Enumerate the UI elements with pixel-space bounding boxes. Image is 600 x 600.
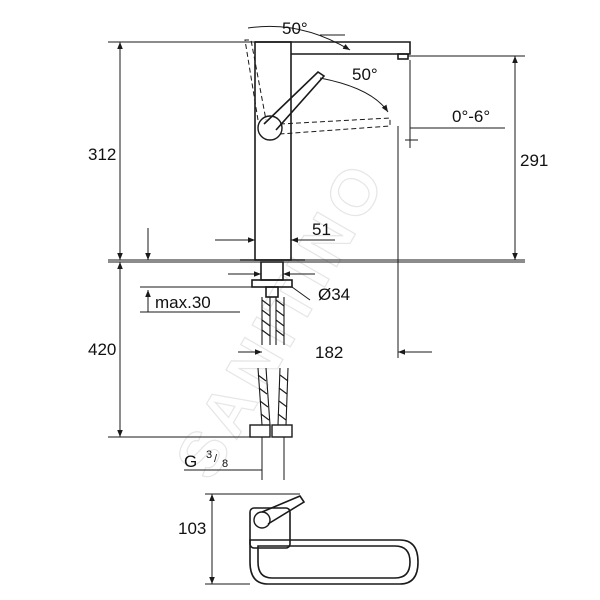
dim-hole-diameter: Ø34 (228, 271, 350, 304)
lever-handle (263, 70, 326, 131)
label-182: 182 (315, 343, 343, 362)
dim-swivel: 0°-6° (405, 107, 505, 141)
lever-ghost-up (244, 39, 267, 121)
top-view-lever (261, 495, 306, 525)
hose-right-upper (275, 297, 285, 345)
dim-counter-thickness: max.30 (140, 228, 252, 313)
svg-text:/: / (214, 453, 218, 465)
mounting-assembly (249, 261, 293, 480)
label-angle-top: 50° (282, 19, 308, 38)
hose-left-lower (257, 367, 271, 426)
top-view-pivot (253, 511, 271, 529)
label-thread-den: 8 (222, 458, 228, 470)
spout-arm (255, 41, 411, 55)
spout-nozzle (397, 53, 409, 60)
label-max30: max.30 (155, 293, 211, 312)
label-312: 312 (88, 145, 116, 164)
faucet-top-view (249, 495, 419, 585)
watermark: SANITINO (161, 147, 401, 491)
dim-lever-height: 103 (178, 493, 300, 585)
faucet-column (254, 41, 292, 261)
hose-left-upper (261, 297, 271, 345)
label-420: 420 (88, 340, 116, 359)
label-103: 103 (178, 519, 206, 538)
label-d34: Ø34 (318, 285, 350, 304)
label-291: 291 (520, 151, 548, 170)
shank (265, 286, 279, 298)
lever-ghost-side (279, 117, 391, 135)
dim-hose-length: 420 (88, 262, 252, 438)
dim-angle-top: 50° (247, 19, 351, 51)
label-angle-lever: 50° (352, 65, 378, 84)
dim-spout-reach: 182 (238, 126, 432, 362)
hose-right-lower (277, 367, 289, 426)
label-thread-num: 3 (206, 449, 212, 461)
dim-base-width: 51 (215, 220, 335, 243)
label-51: 51 (312, 220, 331, 239)
dim-thread: G 3 / 8 (184, 449, 262, 471)
top-view-spout (249, 539, 419, 585)
label-thread-g: G (184, 452, 197, 471)
label-swivel: 0°-6° (452, 107, 490, 126)
dim-spout-height: 291 (408, 55, 548, 260)
hose-fitting-left (249, 424, 271, 438)
watermark-text: SANITINO (161, 148, 400, 490)
hose-fitting-right (271, 424, 293, 438)
dim-total-height: 312 (88, 41, 255, 260)
dim-angle-lever: 50° (319, 65, 389, 113)
lever-pivot (257, 115, 283, 141)
